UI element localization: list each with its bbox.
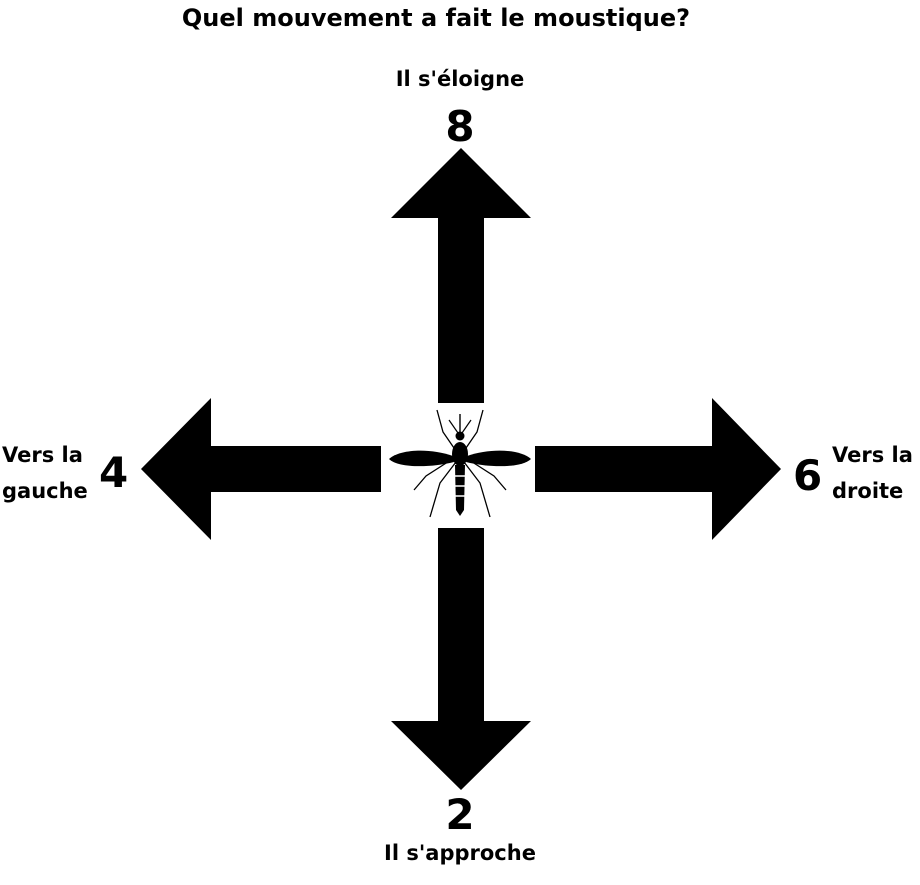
label-right-line2: droite (832, 479, 904, 503)
label-left: Vers la gauche (2, 437, 102, 509)
number-8: 8 (445, 102, 475, 151)
label-right: Vers la droite (832, 437, 920, 509)
arrow-down-icon[interactable] (391, 528, 531, 790)
label-moving-away: Il s'éloigne (395, 67, 525, 91)
label-right-line1: Vers la (832, 443, 913, 467)
number-4: 4 (99, 448, 129, 497)
mosquito-icon (389, 409, 531, 518)
label-left-line2: gauche (2, 479, 88, 503)
label-approaching: Il s'approche (384, 841, 536, 865)
number-2: 2 (445, 790, 475, 839)
question-title: Quel mouvement a fait le moustique? (181, 4, 691, 32)
arrow-right-icon[interactable] (535, 398, 781, 540)
number-6: 6 (793, 451, 823, 500)
arrow-up-icon[interactable] (391, 148, 531, 403)
arrow-left-icon[interactable] (141, 398, 381, 540)
label-left-line1: Vers la (2, 443, 83, 467)
